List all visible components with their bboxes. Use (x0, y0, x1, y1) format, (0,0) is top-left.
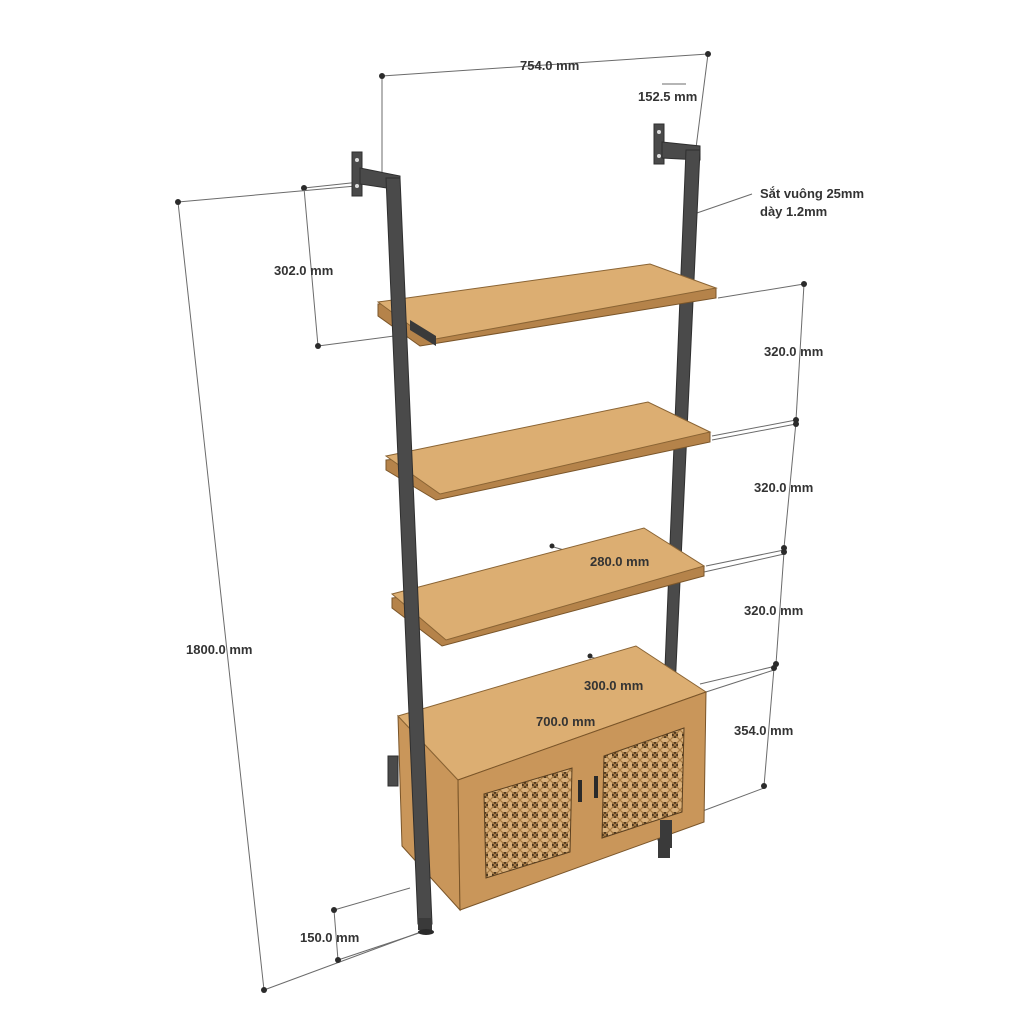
shelf-top (376, 263, 718, 347)
shelf-bottom (390, 527, 706, 647)
label-total-height: 1800.0 mm (186, 642, 253, 657)
label-cabinet-width: 700.0 mm (536, 714, 595, 729)
left-ladder-frame (351, 151, 434, 935)
label-shelf-depth: 280.0 mm (590, 554, 649, 569)
label-frame-depth: 152.5 mm (638, 89, 697, 104)
label-shelf-gap-2: 320.0 mm (754, 480, 813, 495)
left-door-handle (578, 780, 582, 802)
shelf-middle (384, 401, 712, 501)
left-door-rattan-panel (483, 767, 573, 879)
right-door-rattan-panel (601, 727, 685, 839)
right-door-handle (594, 776, 598, 798)
label-shelf-gap-1: 320.0 mm (764, 344, 823, 359)
cabinet (397, 645, 708, 912)
label-top-offset: 302.0 mm (274, 263, 333, 278)
label-material-line1: Sắt vuông 25mm (760, 186, 864, 201)
label-cabinet-height: 354.0 mm (734, 723, 793, 738)
label-cabinet-depth: 300.0 mm (584, 678, 643, 693)
label-floor-clearance: 150.0 mm (300, 930, 359, 945)
label-shelf-gap-3: 320.0 mm (744, 603, 803, 618)
label-material-line2: dày 1.2mm (760, 204, 827, 219)
label-total-width: 754.0 mm (520, 58, 579, 73)
dimension-labels: 754.0 mm 152.5 mm Sắt vuông 25mm dày 1.2… (186, 58, 864, 945)
